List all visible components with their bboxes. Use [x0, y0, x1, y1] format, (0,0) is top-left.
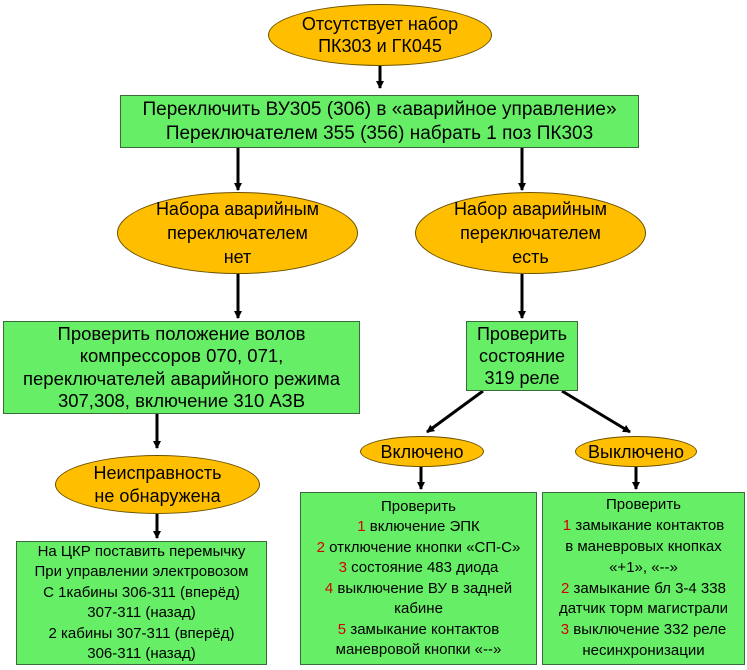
check-on-box: Проверить 1 включение ЭПК 2 отключение к… — [300, 492, 537, 665]
check-off-box: Проверить 1 замыкание контактов в маневр… — [542, 492, 745, 665]
check-shafts-line-4: 307,308, включение 310 АЗВ — [57, 390, 306, 411]
check-off-num-3: 3 — [560, 621, 570, 639]
check-on-text-1: включение ЭПК — [369, 518, 480, 535]
check-on-text-5a: замыкание контактов — [350, 620, 500, 638]
check-shafts-line-3: переключателей аварийного режима — [23, 367, 340, 389]
no-emergency-line-2: переключателем — [167, 223, 308, 243]
check-off-num-1: 1 — [562, 517, 572, 535]
jumper-line-4: 307-311 (назад) — [87, 604, 196, 621]
has-emergency-line-1: Набор аварийным — [453, 199, 608, 219]
start-line-1: Отсутствует набор — [301, 14, 459, 34]
check-off-item-3: 3 выключение 332 реле — [561, 620, 726, 641]
no-emergency-line-3: нет — [223, 247, 252, 267]
off-label: Выключено — [588, 441, 684, 462]
check-on-item-3: 3 состояние 483 диода — [339, 558, 499, 579]
check-on-item-5: 5 замыкание контактов — [338, 620, 499, 641]
jumper-line-5: 2 кабины 307-311 (вперёд) — [48, 624, 235, 642]
check-off-item-1-cont-1: в маневровых кнопках — [565, 537, 722, 555]
check-on-item-4: 4 выключение ВУ в задней — [325, 579, 512, 600]
no-fault-ellipse: Неисправность не обнаружена — [55, 455, 260, 514]
jumper-line-3: С 1кабины 306-311 (вперёд) — [43, 583, 240, 601]
check-shafts-line-2: компрессоров 070, 071, — [79, 345, 284, 366]
start-ellipse: Отсутствует набор ПК303 и ГК045 — [268, 4, 492, 66]
has-emergency-ellipse: Набор аварийным переключателем есть — [415, 192, 646, 274]
has-emergency-line-2: переключателем — [460, 223, 601, 243]
has-emergency-line-3: есть — [512, 247, 549, 267]
check-relay-box: Проверить состояние 319 реле — [466, 321, 578, 391]
check-on-item-5-cont: маневровой кнопки «--» — [335, 641, 502, 658]
on-ellipse: Включено — [360, 436, 484, 467]
check-on-num-2: 2 — [316, 538, 325, 556]
jumper-line-6: 306-311 (назад) — [87, 645, 196, 662]
check-relay-line-3: 319 реле — [484, 368, 560, 388]
check-off-item-1-cont-2: «+1», «--» — [609, 558, 678, 576]
check-shafts-line-1: Проверить положение волов — [57, 322, 306, 344]
off-ellipse: Выключено — [575, 436, 697, 467]
check-on-item-4-cont: кабине — [394, 600, 443, 617]
check-on-text-4a: выключение ВУ в задней — [337, 579, 513, 597]
no-fault-line-2: не обнаружена — [94, 485, 221, 506]
check-off-item-2: 2 замыкание бл 3-4 338 — [561, 579, 726, 600]
start-line-2: ПК303 и ГК045 — [318, 36, 442, 56]
check-on-num-3: 3 — [338, 559, 347, 576]
check-on-num-5: 5 — [337, 620, 347, 638]
no-fault-line-1: Неисправность — [93, 462, 222, 483]
no-emergency-ellipse: Набора аварийным переключателем нет — [117, 192, 358, 274]
check-on-num-4: 4 — [324, 579, 334, 597]
arrow-relay-to-off — [561, 389, 631, 434]
check-on-title: Проверить — [380, 497, 456, 515]
arrow-relay-to-on — [426, 389, 484, 434]
check-off-item-3-cont: несинхронизации — [582, 641, 705, 659]
check-off-text-3a: выключение 332 реле — [573, 621, 727, 639]
switch-line-2: Переключателем 355 (356) набрать 1 поз П… — [165, 122, 594, 144]
no-emergency-line-1: Набора аварийным — [155, 199, 320, 219]
check-relay-line-1: Проверить — [476, 324, 568, 344]
check-on-text-3: состояние 483 диода — [351, 559, 499, 576]
switch-line-1: Переключить ВУ305 (306) в «аварийное упр… — [142, 98, 617, 120]
jumper-line-2: При управлении электровозом — [34, 563, 249, 580]
check-off-text-2a: замыкание бл 3-4 338 — [573, 579, 726, 597]
check-off-num-2: 2 — [561, 579, 570, 597]
check-off-title: Проверить — [605, 496, 681, 514]
check-on-item-2: 2 отключение кнопки «СП-С» — [317, 538, 521, 559]
check-on-text-2: отключение кнопки «СП-С» — [329, 538, 521, 556]
check-on-item-1: 1 включение ЭПК — [357, 517, 480, 538]
check-shafts-box: Проверить положение волов компрессоров 0… — [3, 321, 360, 414]
check-off-item-1: 1 замыкание контактов — [563, 516, 724, 537]
check-relay-line-2: состояние — [478, 346, 566, 366]
check-off-text-1a: замыкание контактов — [575, 517, 725, 535]
jumper-box: На ЦКР поставить перемычку При управлени… — [16, 541, 267, 665]
check-off-item-2-cont: датчик торм магистрали — [558, 600, 729, 618]
check-on-num-1: 1 — [357, 518, 366, 535]
switch-box: Переключить ВУ305 (306) в «аварийное упр… — [120, 95, 639, 148]
jumper-line-1: На ЦКР поставить перемычку — [37, 542, 246, 560]
on-label: Включено — [380, 441, 464, 462]
